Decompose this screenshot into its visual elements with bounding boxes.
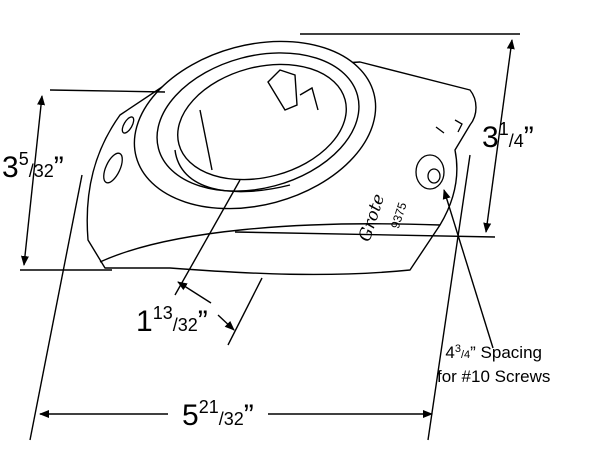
depth-dimension-label: 31/4” (482, 119, 534, 154)
opening-dimension-label: 113/32” (136, 303, 208, 338)
mounting-holes (103, 116, 463, 190)
width-dimension-label: 521/32” (182, 397, 254, 432)
extension-lines (20, 33, 520, 441)
grommet-ring (133, 40, 377, 210)
screw-spacing-note: 43/4” Spacing for #10 Screws (437, 338, 550, 388)
spacing-line: 43/4” Spacing (445, 343, 542, 362)
screw-size-line: for #10 Screws (437, 367, 551, 386)
dimension-arrows (20, 39, 515, 418)
height-dimension-label: 35/32” (2, 149, 64, 184)
